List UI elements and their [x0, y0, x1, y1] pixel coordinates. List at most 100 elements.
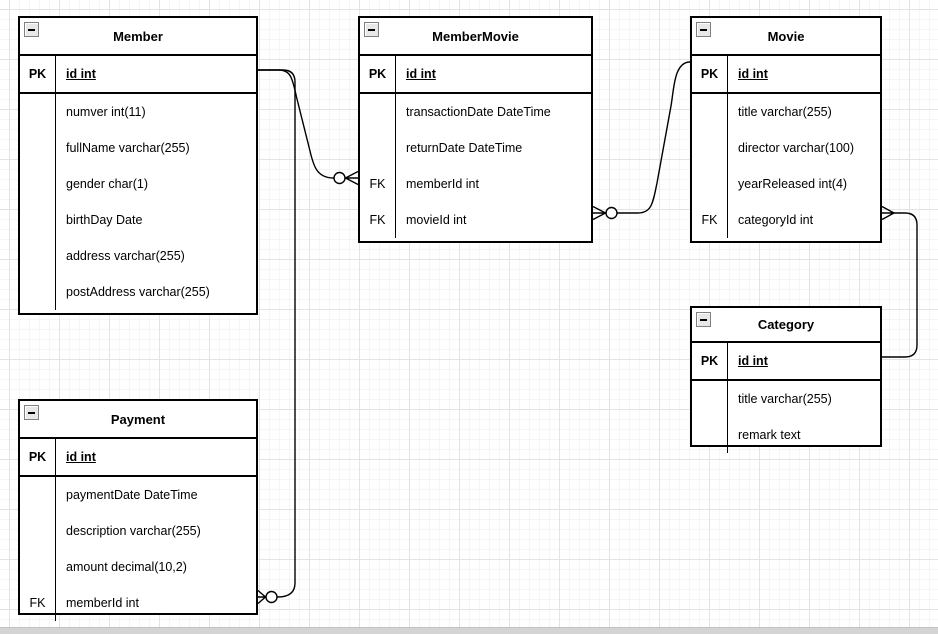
table-row[interactable]: PK id int: [20, 439, 256, 477]
table-row[interactable]: FK memberId int: [20, 585, 256, 621]
table-row[interactable]: transactionDate DateTime: [360, 94, 591, 130]
table-row[interactable]: paymentDate DateTime: [20, 477, 256, 513]
field-cell: description varchar(255): [66, 524, 201, 538]
crows-foot-icon: [881, 205, 895, 221]
table-row[interactable]: postAddress varchar(255): [20, 274, 256, 310]
table-row[interactable]: PK id int: [360, 56, 591, 94]
minus-glyph: [368, 28, 375, 31]
table-row[interactable]: yearReleased int(4): [692, 166, 880, 202]
key-cell: [692, 94, 728, 130]
field-cell: movieId int: [406, 213, 467, 227]
table-row[interactable]: FK memberId int: [360, 166, 591, 202]
table-row[interactable]: remark text: [692, 417, 880, 453]
collapse-icon[interactable]: [696, 22, 711, 37]
field-cell: paymentDate DateTime: [66, 488, 198, 502]
field-cell: id int: [406, 67, 436, 81]
table-row[interactable]: FK categoryId int: [692, 202, 880, 238]
key-cell: [20, 94, 56, 130]
table-row[interactable]: numver int(11): [20, 94, 256, 130]
field-cell: postAddress varchar(255): [66, 285, 210, 299]
field-cell: memberId int: [66, 596, 139, 610]
key-cell: FK: [692, 202, 728, 238]
field-cell: id int: [738, 67, 768, 81]
entity-payment-titlebar[interactable]: Payment: [20, 401, 256, 439]
field-cell: title varchar(255): [738, 105, 832, 119]
field-cell: amount decimal(10,2): [66, 560, 187, 574]
crows-foot-icon: [592, 205, 606, 221]
field-cell: id int: [66, 67, 96, 81]
key-cell: [692, 381, 728, 417]
key-cell: [692, 417, 728, 453]
key-cell: FK: [360, 202, 396, 238]
key-cell: PK: [692, 343, 728, 379]
table-row[interactable]: PK id int: [692, 343, 880, 381]
entity-title: Movie: [767, 28, 805, 44]
field-cell: transactionDate DateTime: [406, 105, 551, 119]
key-cell: PK: [360, 56, 396, 92]
field-cell: id int: [66, 450, 96, 464]
key-cell: FK: [20, 585, 56, 621]
table-row[interactable]: returnDate DateTime: [360, 130, 591, 166]
relation-movie-membermovie[interactable]: [592, 61, 691, 221]
table-row[interactable]: FK movieId int: [360, 202, 591, 238]
table-row[interactable]: PK id int: [20, 56, 256, 94]
field-cell: fullName varchar(255): [66, 141, 190, 155]
field-cell: remark text: [738, 428, 801, 442]
field-cell: memberId int: [406, 177, 479, 191]
collapse-icon[interactable]: [696, 312, 711, 327]
table-row[interactable]: address varchar(255): [20, 238, 256, 274]
key-cell: [20, 202, 56, 238]
entity-membermovie-titlebar[interactable]: MemberMovie: [360, 18, 591, 56]
table-row[interactable]: birthDay Date: [20, 202, 256, 238]
field-cell: address varchar(255): [66, 249, 185, 263]
key-cell: [692, 166, 728, 202]
field-cell: categoryId int: [738, 213, 814, 227]
collapse-icon[interactable]: [24, 405, 39, 420]
key-cell: [360, 130, 396, 166]
key-cell: FK: [360, 166, 396, 202]
key-cell: [20, 130, 56, 166]
entity-payment[interactable]: Payment PK id int paymentDate DateTime d…: [18, 399, 258, 621]
field-cell: numver int(11): [66, 105, 146, 119]
collapse-icon[interactable]: [364, 22, 379, 37]
minus-glyph: [700, 28, 707, 31]
zero-circle: [265, 590, 278, 604]
entity-member[interactable]: Member PK id int numver int(11) fullName…: [18, 16, 258, 315]
entity-member-titlebar[interactable]: Member: [20, 18, 256, 56]
key-cell: [20, 477, 56, 513]
entity-category-titlebar[interactable]: Category: [692, 308, 880, 343]
field-cell: id int: [738, 354, 768, 368]
key-cell: [20, 513, 56, 549]
entity-category[interactable]: Category PK id int title varchar(255) re…: [690, 306, 882, 453]
relation-member-membermovie[interactable]: [258, 69, 359, 186]
key-cell: PK: [20, 439, 56, 475]
table-row[interactable]: title varchar(255): [692, 94, 880, 130]
table-row[interactable]: director varchar(100): [692, 130, 880, 166]
key-cell: [692, 130, 728, 166]
field-cell: returnDate DateTime: [406, 141, 523, 155]
key-cell: [20, 166, 56, 202]
table-row[interactable]: gender char(1): [20, 166, 256, 202]
field-cell: gender char(1): [66, 177, 148, 191]
key-cell: [20, 549, 56, 585]
entity-movie-titlebar[interactable]: Movie: [692, 18, 880, 56]
collapse-icon[interactable]: [24, 22, 39, 37]
minus-glyph: [28, 28, 35, 31]
entity-title: Payment: [110, 411, 166, 427]
entity-title: MemberMovie: [432, 28, 519, 44]
key-cell: [20, 274, 56, 310]
table-row[interactable]: description varchar(255): [20, 513, 256, 549]
table-row[interactable]: fullName varchar(255): [20, 130, 256, 166]
table-row[interactable]: PK id int: [692, 56, 880, 94]
relation-category-movie[interactable]: [881, 205, 918, 358]
zero-circle: [333, 171, 346, 185]
relation-member-payment[interactable]: [257, 69, 296, 605]
field-cell: director varchar(100): [738, 141, 855, 155]
field-cell: birthDay Date: [66, 213, 143, 227]
canvas-bottom-edge: [0, 627, 938, 634]
table-row[interactable]: amount decimal(10,2): [20, 549, 256, 585]
table-row[interactable]: title varchar(255): [692, 381, 880, 417]
entity-movie[interactable]: Movie PK id int title varchar(255) direc…: [690, 16, 882, 243]
entity-membermovie[interactable]: MemberMovie PK id int transactionDate Da…: [358, 16, 593, 243]
